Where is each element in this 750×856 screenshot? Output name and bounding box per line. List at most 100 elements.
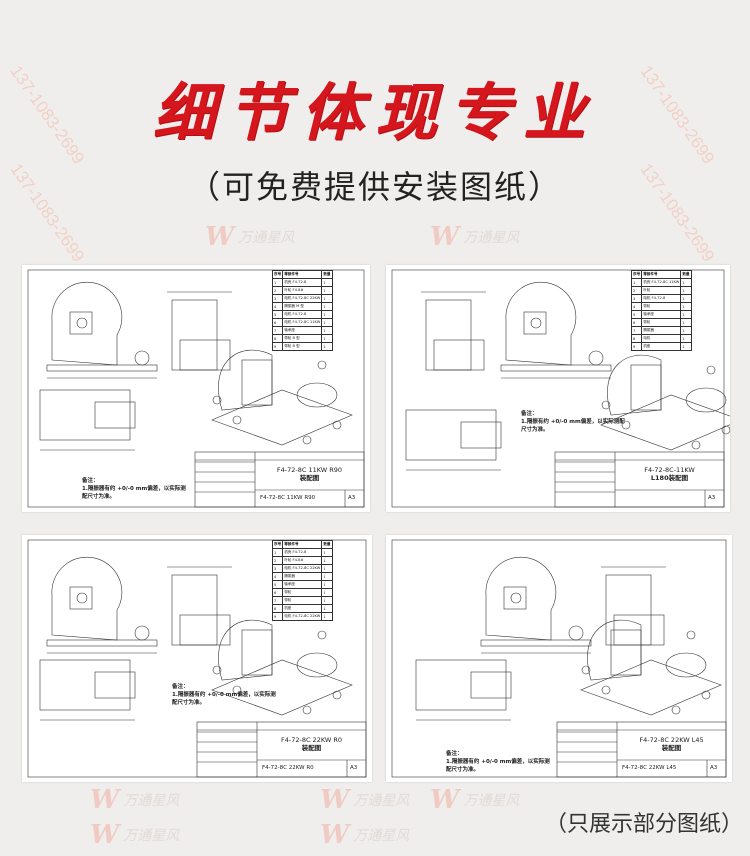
table-cell: 1: [321, 286, 333, 295]
iso-fan-housing: [218, 349, 273, 411]
table-cell: 1: [680, 342, 692, 351]
table-cell: 带轮: [282, 588, 323, 597]
table-cell: 1: [680, 302, 692, 311]
brand-logo-icon: W: [320, 820, 350, 850]
inlet-flange: [69, 586, 93, 610]
table-cell: 7: [271, 326, 284, 335]
iso-motor: [665, 652, 707, 678]
table-header-cell: 零部件号: [282, 540, 323, 549]
table-cell: 2: [271, 556, 284, 565]
fan-top-view: [39, 659, 131, 711]
table-cell: 轴承座: [282, 580, 323, 589]
part-callout-marker: [691, 440, 701, 450]
table-cell: 1: [321, 294, 333, 303]
notes-body: 1.隔振有约 +0/-0 mm偏差，以实际测配尺寸为准。: [521, 419, 625, 433]
table-cell: 机壳 F4-72-8: [282, 278, 323, 287]
table-cell: 电机 F4-72-8C 11KW: [282, 318, 323, 327]
table-header-cell: 数量: [321, 540, 333, 549]
motor-top-view: [470, 671, 512, 699]
table-cell: 1: [321, 326, 333, 335]
table-cell: 隔振器: [641, 326, 682, 335]
table-cell: 电机: [641, 334, 682, 343]
table-cell: 6: [271, 318, 284, 327]
brand-logo-text: 万通星风: [123, 793, 180, 809]
notes-body: 1.隔振器有约 +0/-0 mm偏差，以实际测配尺寸为准。: [172, 692, 276, 706]
shaft-circle: [76, 317, 88, 329]
part-callout-marker: [332, 690, 342, 700]
notes-heading: 备注：: [521, 411, 538, 417]
motor-top-view: [460, 421, 502, 449]
table-cell: 带轮: [282, 596, 323, 605]
iso-motor: [296, 382, 338, 408]
table-cell: 1: [321, 334, 333, 343]
table-cell: 4: [630, 302, 643, 311]
notes-body: 1.隔振器有约 +0/-0 mm偏差，以实际测配尺寸为准。: [446, 759, 550, 773]
title-block: [556, 721, 727, 778]
table-cell: 6: [630, 318, 643, 327]
table-cell: 叶轮 F4-8#: [282, 286, 323, 295]
table-cell: 4: [271, 302, 284, 311]
iso-base-frame: [600, 394, 730, 451]
base-frame: [480, 639, 592, 647]
brand-logo-text: 万通星风: [353, 828, 410, 844]
part-callout-marker: [706, 365, 716, 375]
part-callout-marker: [581, 665, 591, 675]
table-cell: 轴承座: [641, 310, 682, 319]
table-cell: 电机 F4-72-8C 22KW: [282, 294, 323, 303]
table-cell: 8: [271, 604, 284, 613]
brand-logo-icon: W: [90, 820, 120, 850]
sheet-size: A3: [350, 765, 358, 771]
table-header-cell: 序号: [630, 270, 643, 279]
table-cell: 电机 F4-72-8: [641, 294, 682, 303]
table-cell: 7: [630, 326, 643, 335]
iso-fan-housing: [218, 619, 273, 681]
page-subtitle: （可免费提供安装图纸）: [187, 168, 562, 206]
iso-inlet: [241, 629, 273, 676]
table-cell: 1: [680, 286, 692, 295]
fan-side-view: [425, 299, 472, 371]
brand-logo-icon: W: [205, 222, 235, 252]
inlet-flange: [69, 311, 93, 335]
drawing-title: F4-72-8C-11KW: [644, 466, 695, 474]
drawing-notes: 备注： 1.隔振有约 +0/-0 mm偏差，以实际测配尺寸为准。: [521, 410, 626, 434]
title-block: [194, 451, 365, 508]
sheet-size: A3: [348, 495, 356, 501]
motor-top-view: [94, 401, 136, 429]
table-cell: 1: [680, 294, 692, 303]
table-cell: 5: [271, 580, 284, 589]
iso-fan-housing: [587, 619, 642, 681]
drawing-subtitle: L180装配图: [650, 474, 689, 482]
drawing-notes: 备注：1.隔振器有约 +0/-0 mm偏差，以实际测配尺寸为准。: [172, 683, 277, 707]
inlet-flange: [523, 311, 547, 335]
table-header-cell: 数量: [321, 270, 333, 279]
table-cell: 1: [321, 556, 333, 565]
bearing-support: [179, 614, 231, 646]
table-cell: 1: [321, 342, 333, 351]
table-cell: 叶轮 F4-8#: [282, 556, 323, 565]
table-cell: 机壳 F4-72-8C 11KW: [641, 278, 682, 287]
base-frame: [46, 364, 158, 372]
brand-logo-icon: W: [430, 785, 460, 815]
notes-body: 1.隔振器有约 +0/-0 mm偏差，以实际测配尺寸为准。: [82, 486, 186, 500]
table-header-cell: 数量: [680, 270, 692, 279]
part-callout-marker: [332, 420, 342, 430]
base-frame: [46, 639, 158, 647]
page-title: 细节体现专业: [152, 76, 597, 149]
technical-drawing: [391, 539, 727, 778]
